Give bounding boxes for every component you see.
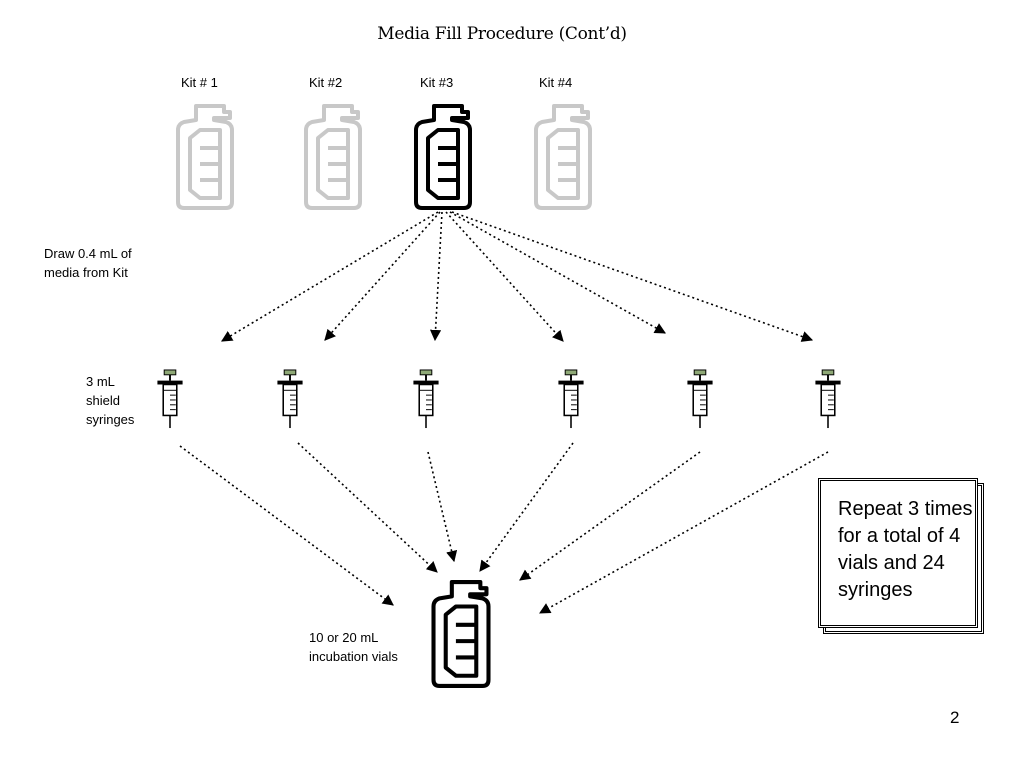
vial-label-line-2: incubation vials	[309, 649, 398, 664]
draw-arrow-4	[445, 211, 564, 342]
dispense-arrow-1	[179, 445, 394, 606]
vial-label-line-1: 10 or 20 mL	[309, 630, 379, 645]
draw-arrow-5	[449, 211, 666, 334]
draw-arrow-6	[451, 211, 814, 342]
draw-arrow-2	[324, 211, 441, 341]
syringe-label: 3 mL shield syringes	[86, 372, 145, 429]
dispense-arrow-3	[427, 451, 458, 563]
draw-instruction: Draw 0.4 mL of media from Kit	[44, 244, 132, 282]
draw-arrows	[221, 211, 814, 342]
syringe-label-line-1: 3 mL	[86, 374, 115, 389]
syringe-1-icon	[157, 369, 183, 429]
kit-4-label: Kit #4	[539, 75, 573, 90]
draw-arrow-3	[429, 211, 443, 342]
kit-2-bottle-icon	[306, 106, 360, 208]
kit-1-bottle-icon	[178, 106, 232, 208]
draw-arrow-1	[221, 211, 439, 342]
kit-4-bottle-icon	[536, 106, 590, 208]
dispense-arrow-4	[479, 442, 574, 572]
dispense-arrows	[179, 442, 829, 614]
repeat-note-box: Repeat 3 times for a total of 4 vials an…	[818, 478, 984, 634]
vial-label: 10 or 20 mL incubation vials	[309, 628, 398, 666]
slide-number: 2	[950, 708, 960, 727]
syringe-label-line-3: syringes	[86, 412, 135, 427]
kit-2-label: Kit #2	[309, 75, 343, 90]
syringe-5-icon	[687, 369, 713, 429]
page-title: Media Fill Procedure (Cont’d)	[377, 24, 627, 44]
draw-instruction-line-1: Draw 0.4 mL of	[44, 246, 132, 261]
kit-3-bottle-icon	[416, 106, 470, 208]
syringe-6-icon	[815, 369, 841, 429]
repeat-note-text: Repeat 3 times for a total of 4 vials an…	[838, 498, 973, 601]
dispense-arrow-5	[519, 451, 701, 581]
draw-instruction-line-2: media from Kit	[44, 265, 128, 280]
syringe-label-line-2: shield	[86, 393, 120, 408]
syringe-3-icon	[413, 369, 439, 429]
dispense-arrow-2	[297, 442, 438, 573]
syringe-2-icon	[277, 369, 303, 429]
kit-3-label: Kit #3	[420, 75, 454, 90]
dispense-arrow-6	[539, 451, 829, 614]
syringe-4-icon	[558, 369, 584, 429]
incubation-vial-bottle-icon	[434, 582, 489, 686]
kit-1-label: Kit # 1	[181, 75, 218, 90]
